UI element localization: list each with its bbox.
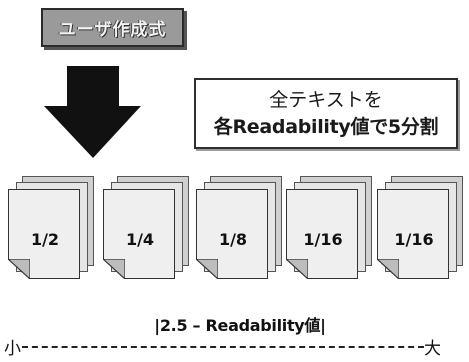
scale-label: |2.5 – Readability値| bbox=[154, 316, 326, 335]
document-page-front: 1/2 bbox=[8, 189, 80, 279]
down-arrow-icon bbox=[44, 66, 141, 158]
stack-label: 1/2 bbox=[30, 230, 60, 249]
note-line1: 全テキストを bbox=[269, 88, 383, 111]
page-fold-icon bbox=[196, 259, 218, 279]
note-box: 全テキストを 各Readability値で5分割 bbox=[194, 78, 458, 149]
stack-label: 1/8 bbox=[218, 230, 248, 249]
page-fold-icon bbox=[103, 259, 125, 279]
scale-line bbox=[22, 346, 424, 348]
title-text: ユーザ作成式 bbox=[58, 20, 167, 40]
stack-label: 1/16 bbox=[394, 230, 434, 249]
page-fold-icon bbox=[377, 259, 399, 279]
document-stack: 1/16 bbox=[286, 176, 378, 290]
note-line2: 各Readability値で5分割 bbox=[213, 115, 439, 138]
document-stack: 1/16 bbox=[377, 176, 469, 290]
stack-label: 1/4 bbox=[125, 230, 155, 249]
document-stack: 1/2 bbox=[8, 176, 100, 290]
document-stack: 1/8 bbox=[196, 176, 288, 290]
document-stack: 1/4 bbox=[103, 176, 195, 290]
stack-label: 1/16 bbox=[303, 230, 343, 249]
scale-max-label: 大 bbox=[424, 339, 441, 359]
title-box: ユーザ作成式 bbox=[41, 8, 184, 47]
page-fold-icon bbox=[286, 259, 308, 279]
page-fold-icon bbox=[8, 259, 30, 279]
scale-min-label: 小 bbox=[4, 339, 21, 359]
